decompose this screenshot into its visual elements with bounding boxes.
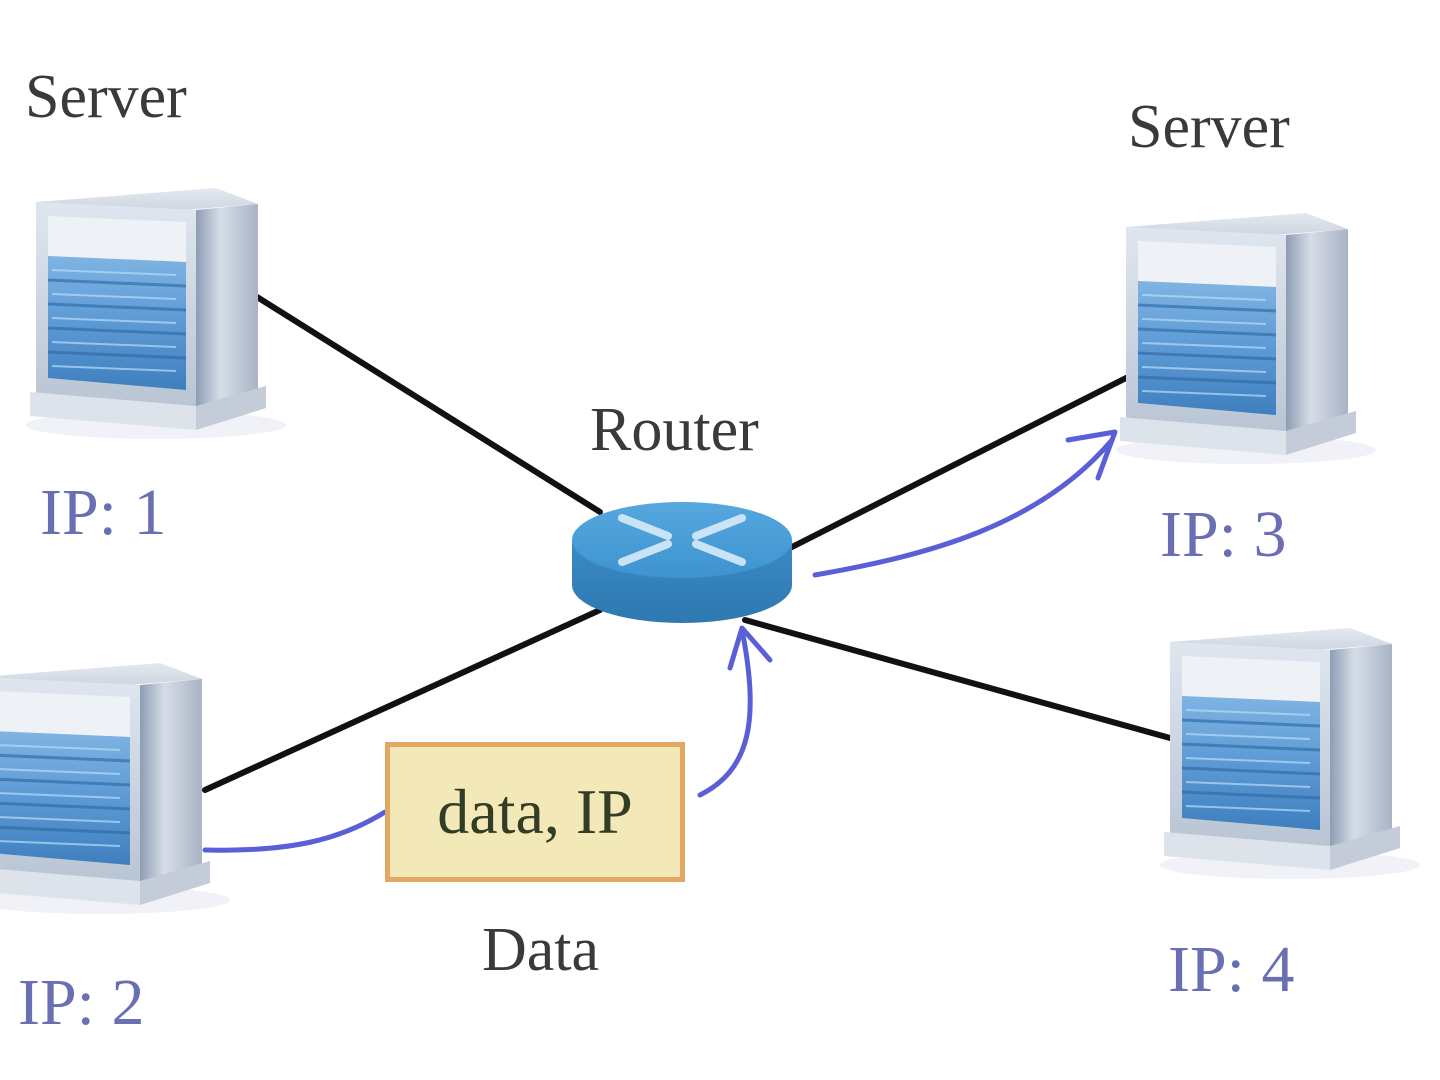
data-packet-box: data, IP [385, 742, 685, 882]
router-title: Router [590, 396, 759, 464]
link-router-server3 [787, 373, 1133, 551]
flow-packet-to-router [697, 627, 753, 798]
data-packet-content: data, IP [437, 776, 633, 847]
server-2-icon[interactable] [0, 661, 232, 916]
link-server2-router [202, 607, 603, 793]
server-3-icon[interactable] [1114, 211, 1378, 466]
data-packet-caption: Data [482, 916, 600, 984]
flow-arrowhead-router [727, 625, 773, 671]
links [202, 282, 1173, 793]
server-1-icon[interactable] [24, 186, 288, 441]
flow-router-to-server3 [812, 437, 1115, 578]
server-1-ip-label: IP: 1 [40, 476, 167, 549]
server-3-title: Server [1128, 93, 1290, 161]
flow-arrowhead-server3 [1065, 429, 1118, 481]
link-router-server4 [742, 617, 1173, 741]
server-1-title: Server [25, 63, 187, 131]
server-4-icon[interactable] [1158, 626, 1422, 881]
server-3-ip-label: IP: 3 [1160, 498, 1287, 571]
router-arrows-icon [618, 514, 746, 566]
link-server1-router [235, 282, 603, 515]
flow-arrows [202, 429, 1118, 853]
server-4-ip-label: IP: 4 [1168, 933, 1295, 1006]
server-2-ip-label: IP: 2 [18, 966, 145, 1039]
flow-server2-to-packet [202, 809, 388, 853]
router-icon[interactable] [572, 502, 792, 623]
